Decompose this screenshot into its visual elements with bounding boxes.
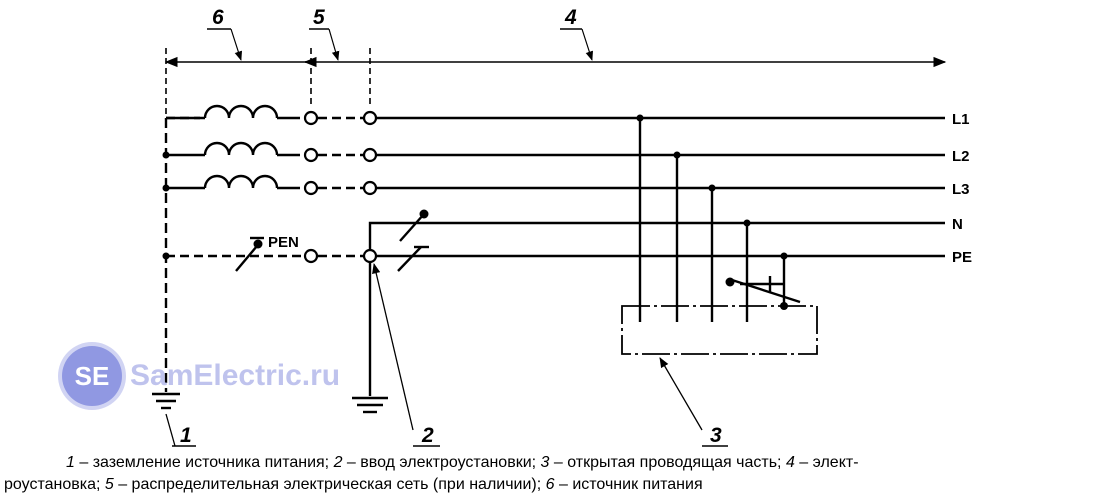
bus-label-l3: L3 [952, 181, 970, 198]
label-3: 3 [702, 424, 728, 447]
label-3-leader [659, 357, 703, 431]
n-switch-dot [419, 209, 429, 219]
zone-4-label: 4 [560, 6, 594, 61]
dimension-line [164, 48, 947, 118]
bus-labels: L1 L2 L3 N PE [952, 111, 972, 266]
watermark: SE SamElectric.ru [62, 344, 340, 408]
bus-label-l2: L2 [952, 148, 970, 165]
bus-label-n: N [952, 216, 963, 233]
label-2-leader [372, 262, 414, 431]
bus-label-l1: L1 [952, 111, 970, 128]
bus-label-pe: PE [952, 249, 972, 266]
zone-6-label: 6 [207, 6, 243, 61]
caption-line-1: 1 – заземление источника питания; 2 – вв… [66, 454, 859, 471]
svg-text:5: 5 [313, 6, 325, 29]
svg-text:6: 6 [212, 6, 224, 29]
svg-text:4: 4 [564, 6, 577, 29]
exposed-conductive-part [621, 305, 818, 355]
load-switch [731, 276, 801, 304]
svg-text:3: 3 [710, 424, 722, 447]
pen-label: PEN [268, 234, 299, 251]
figure-caption: 1 – заземление источника питания; 2 – вв… [0, 452, 1120, 496]
bus-lines [368, 116, 945, 396]
zone-5-label: 5 [309, 6, 340, 61]
watermark-logo: SE [62, 346, 122, 406]
label-2: 2 [413, 424, 440, 447]
load-taps [638, 118, 786, 322]
svg-text:1: 1 [180, 424, 192, 447]
distribution-network [166, 116, 364, 258]
input-switches [397, 213, 429, 272]
watermark-text: SamElectric.ru [130, 359, 341, 392]
pen-switch [235, 236, 264, 272]
tn-c-s-diagram: 6 5 4 [152, 6, 972, 447]
caption-line-2: роустановка; 5 – распределительная элект… [4, 476, 703, 493]
input-earthing [352, 396, 388, 414]
tap-dots [636, 114, 788, 310]
label-1: 1 [165, 413, 196, 447]
terminals [303, 110, 378, 264]
svg-text:2: 2 [421, 424, 434, 447]
pen-switch-dot [253, 239, 263, 249]
